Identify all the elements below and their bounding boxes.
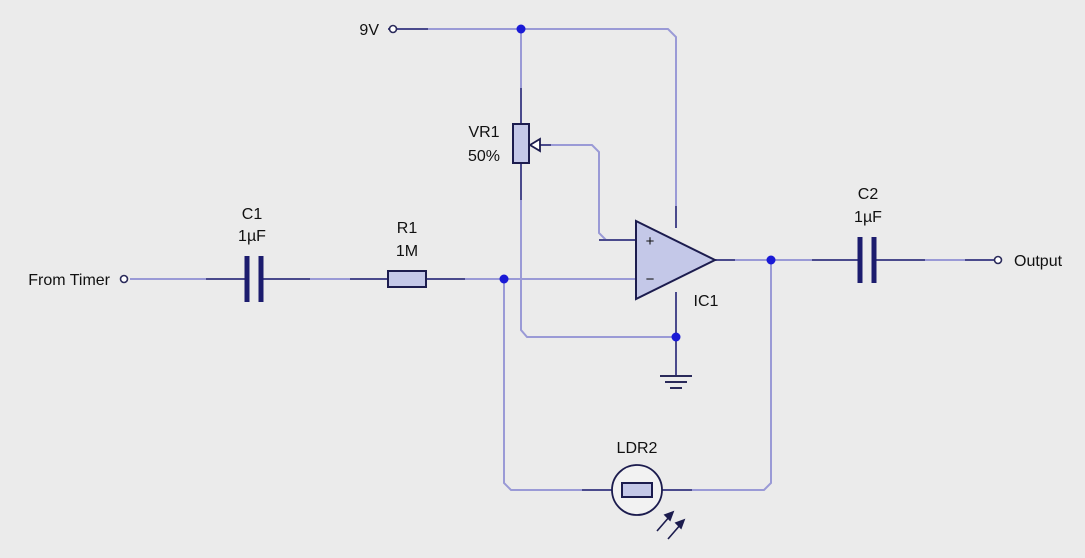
supply-label: 9V [359,22,379,39]
terminal-supply [388,24,398,34]
ic1-ref-label: IC1 [694,293,719,310]
wire-supply-rail [428,28,677,206]
ldr2-ref-label: LDR2 [617,440,658,457]
input-label: From Timer [28,272,110,289]
r1-ref-label: R1 [397,220,418,237]
terminals: 9V From Timer Output [28,22,1062,289]
wire-feedback-right [692,260,772,491]
resistor-r1: R1 1M [387,220,427,288]
junction-inverting-node [499,274,509,284]
component-leads [206,28,995,491]
r1-value-label: 1M [396,243,418,260]
ldr-ldr2: LDR2 [611,440,686,540]
junction-supply [516,24,526,34]
terminal-output [993,255,1003,265]
ground-icon [660,375,692,389]
junction-ground-node [671,332,681,342]
vr1-ref-label: VR1 [468,124,499,141]
junction-output-node [766,255,776,265]
capacitor-c1: C1 1µF [238,206,266,302]
opamp-minus-sign: − [646,271,655,288]
opamp-ic1: + − IC1 [635,219,719,310]
wire-feedback-left [503,279,582,491]
opamp-plus-sign: + [646,233,655,250]
junctions [499,24,776,342]
wire-vr1-to-ground [520,200,676,338]
vr1-value-label: 50% [468,148,500,165]
c1-ref-label: C1 [242,206,263,223]
c2-value-label: 1µF [854,209,882,226]
wires [130,28,965,491]
capacitor-c2: C2 1µF [854,186,882,283]
light-arrows-icon [656,510,686,540]
potentiometer-vr1: VR1 50% [468,123,551,165]
wiper-arrow-icon [528,137,541,153]
output-label: Output [1014,253,1063,270]
c2-ref-label: C2 [858,186,879,203]
terminal-input [119,274,129,284]
c1-value-label: 1µF [238,228,266,245]
wire-wiper-to-plus [551,144,636,241]
